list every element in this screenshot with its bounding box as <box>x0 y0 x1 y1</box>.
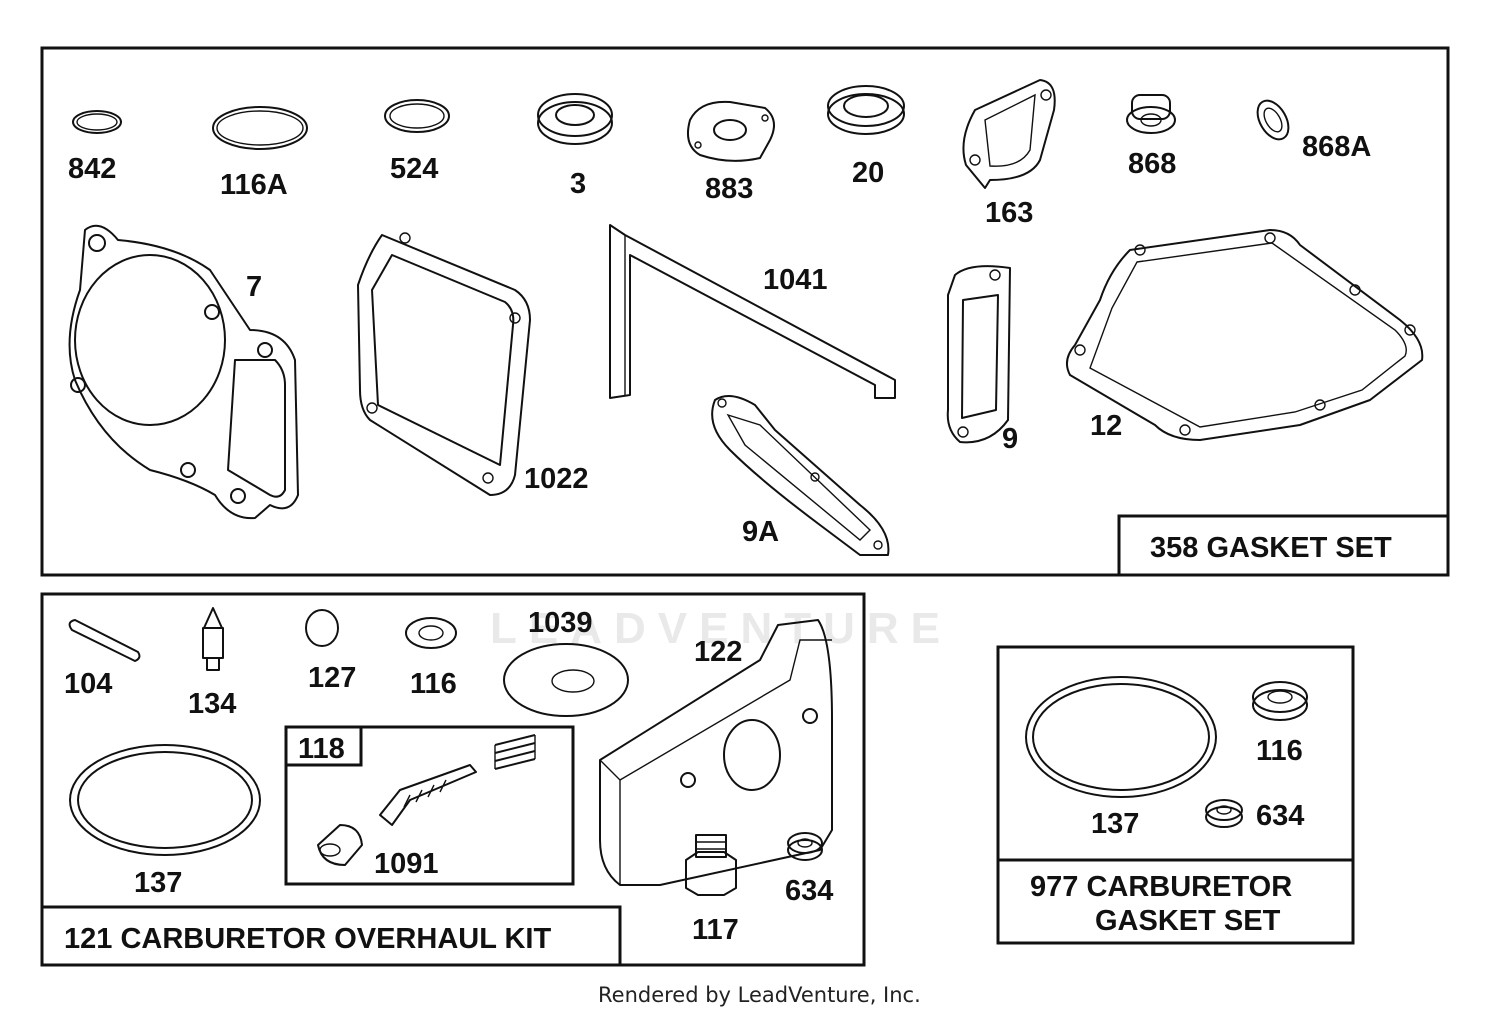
part-1041[interactable]: 1041 <box>609 224 896 399</box>
gasket-set-title: 358 GASKET SET <box>1150 532 1392 564</box>
footer-credit: Rendered by LeadVenture, Inc. <box>598 983 921 1007</box>
gasket-set-panel: 358 GASKET SET 842 116A 524 3 <box>40 46 1450 577</box>
svg-text:116: 116 <box>410 668 457 700</box>
overhaul-kit-title: 121 CARBURETOR OVERHAUL KIT <box>64 923 551 955</box>
svg-text:3: 3 <box>570 168 586 200</box>
carb-gasket-set-title-2: GASKET SET <box>1095 905 1281 937</box>
part-868A[interactable]: 868A <box>1251 95 1371 163</box>
svg-text:117: 117 <box>692 914 739 946</box>
svg-text:137: 137 <box>134 867 182 899</box>
svg-text:868A: 868A <box>1302 131 1371 163</box>
svg-text:20: 20 <box>852 157 884 189</box>
part-883[interactable]: 883 <box>687 100 775 205</box>
svg-text:868: 868 <box>1128 148 1176 180</box>
svg-text:137: 137 <box>1091 808 1139 840</box>
part-1022[interactable]: 1022 <box>357 232 589 496</box>
part-977-634[interactable]: 634 <box>1205 799 1304 832</box>
part-20[interactable]: 20 <box>827 85 905 189</box>
svg-text:1091: 1091 <box>374 848 439 880</box>
part-977-116[interactable]: 116 <box>1252 681 1308 767</box>
svg-text:883: 883 <box>705 173 753 205</box>
svg-text:1039: 1039 <box>528 607 593 639</box>
svg-text:12: 12 <box>1090 410 1122 442</box>
part-1039[interactable]: 1039 <box>503 607 629 717</box>
part-634[interactable]: 634 <box>785 832 833 907</box>
carb-gasket-set-title-1: 977 CARBURETOR <box>1030 871 1292 903</box>
part-868[interactable]: 868 <box>1126 94 1176 180</box>
svg-text:1041: 1041 <box>763 264 828 296</box>
svg-text:9A: 9A <box>742 516 779 548</box>
part-104[interactable]: 104 <box>64 619 141 700</box>
part-1091[interactable]: 1091 <box>317 764 477 880</box>
spring-icon <box>494 734 536 770</box>
part-122[interactable]: 122 <box>599 619 833 886</box>
svg-text:524: 524 <box>390 153 438 185</box>
part-127[interactable]: 127 <box>305 609 356 694</box>
part-116A[interactable]: 116A <box>212 106 308 201</box>
carb-gasket-set-panel: 977 CARBURETOR GASKET SET 137 116 634 <box>996 645 1355 945</box>
part-137[interactable]: 137 <box>69 744 261 899</box>
overhaul-kit-panel: 121 CARBURETOR OVERHAUL KIT 104 134 127 … <box>40 592 866 967</box>
part-116[interactable]: 116 <box>405 617 457 700</box>
part-163[interactable]: 163 <box>962 79 1056 229</box>
part-842[interactable]: 842 <box>68 110 122 185</box>
svg-text:7: 7 <box>246 271 262 303</box>
svg-text:134: 134 <box>188 688 236 720</box>
sub-kit-118: 118 1091 <box>284 725 575 886</box>
svg-text:1022: 1022 <box>524 463 589 495</box>
part-524[interactable]: 524 <box>384 99 450 185</box>
svg-text:127: 127 <box>308 662 356 694</box>
svg-text:163: 163 <box>985 197 1033 229</box>
part-117[interactable]: 117 <box>685 834 739 946</box>
part-9[interactable]: 9 <box>946 265 1018 455</box>
part-9A[interactable]: 9A <box>711 395 890 556</box>
part-7[interactable]: 7 <box>68 224 299 520</box>
svg-text:9: 9 <box>1002 423 1018 455</box>
part-3[interactable]: 3 <box>537 93 613 200</box>
svg-text:104: 104 <box>64 668 112 700</box>
svg-text:116A: 116A <box>220 169 288 201</box>
part-12[interactable]: 12 <box>1065 229 1424 442</box>
svg-text:116: 116 <box>1256 735 1303 767</box>
svg-text:842: 842 <box>68 153 116 185</box>
part-977-137[interactable]: 137 <box>1025 676 1217 840</box>
part-134[interactable]: 134 <box>188 607 236 720</box>
svg-text:634: 634 <box>1256 800 1304 832</box>
svg-text:634: 634 <box>785 875 833 907</box>
svg-text:122: 122 <box>694 636 742 668</box>
sub-kit-118-label: 118 <box>298 733 345 765</box>
